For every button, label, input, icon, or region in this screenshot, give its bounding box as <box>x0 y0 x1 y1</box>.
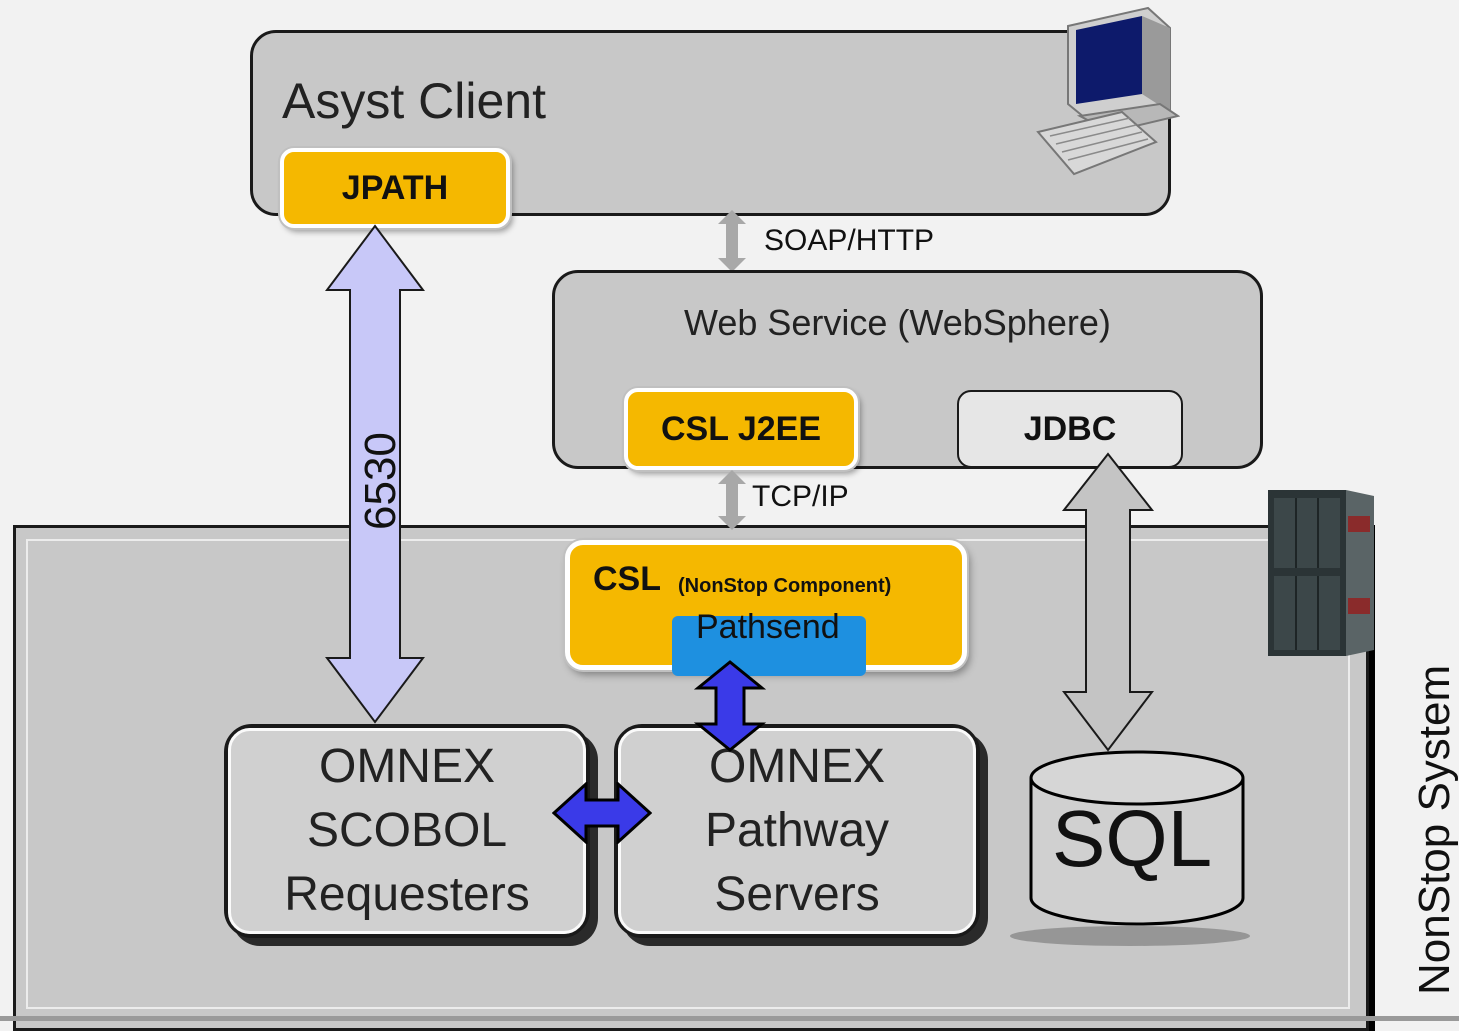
bottom-divider <box>0 1016 1459 1021</box>
port-6530-label: 6530 <box>356 432 405 530</box>
omnex-servers-line2: Pathway <box>704 804 890 857</box>
omnex-requesters-line3: Requesters <box>284 868 530 921</box>
server-rack-icon <box>1268 490 1374 656</box>
csl-label: CSL <box>593 560 661 598</box>
tcp-ip-arrow <box>718 470 746 530</box>
pathsend-label: Pathsend <box>696 608 840 646</box>
pathsend-servers-arrow <box>694 660 766 752</box>
tcp-ip-label: TCP/IP <box>752 480 849 513</box>
omnex-requesters-line1: OMNEX <box>318 740 495 793</box>
omnex-pathway-servers-box: OMNEX Pathway Servers <box>614 724 980 938</box>
port-6530-arrow <box>325 224 425 724</box>
sql-label: SQL <box>1052 794 1213 883</box>
sql-database-icon <box>1010 750 1250 946</box>
pathsend-box <box>672 616 866 676</box>
omnex-servers-line3: Servers <box>714 868 880 921</box>
omnex-requesters-line2: SCOBOL <box>306 804 508 857</box>
jdbc-box: JDBC <box>957 390 1183 468</box>
jpath-box: JPATH <box>280 148 510 228</box>
asyst-client-title: Asyst Client <box>282 73 546 129</box>
omnex-servers-line1: OMNEX <box>708 740 885 793</box>
soap-http-arrow <box>718 210 746 272</box>
omnex-scobol-requesters-box: OMNEX SCOBOL Requesters <box>224 724 590 938</box>
csl-j2ee-box: CSL J2EE <box>624 388 858 470</box>
requesters-servers-arrow <box>552 782 652 844</box>
soap-http-label: SOAP/HTTP <box>764 224 935 257</box>
nonstop-system-label: NonStop System <box>1410 664 1459 995</box>
computer-icon <box>1036 6 1180 176</box>
csl-sub-label: (NonStop Component) <box>678 575 892 597</box>
web-service-title: Web Service (WebSphere) <box>684 302 1111 343</box>
jdbc-sql-arrow <box>1061 452 1155 752</box>
